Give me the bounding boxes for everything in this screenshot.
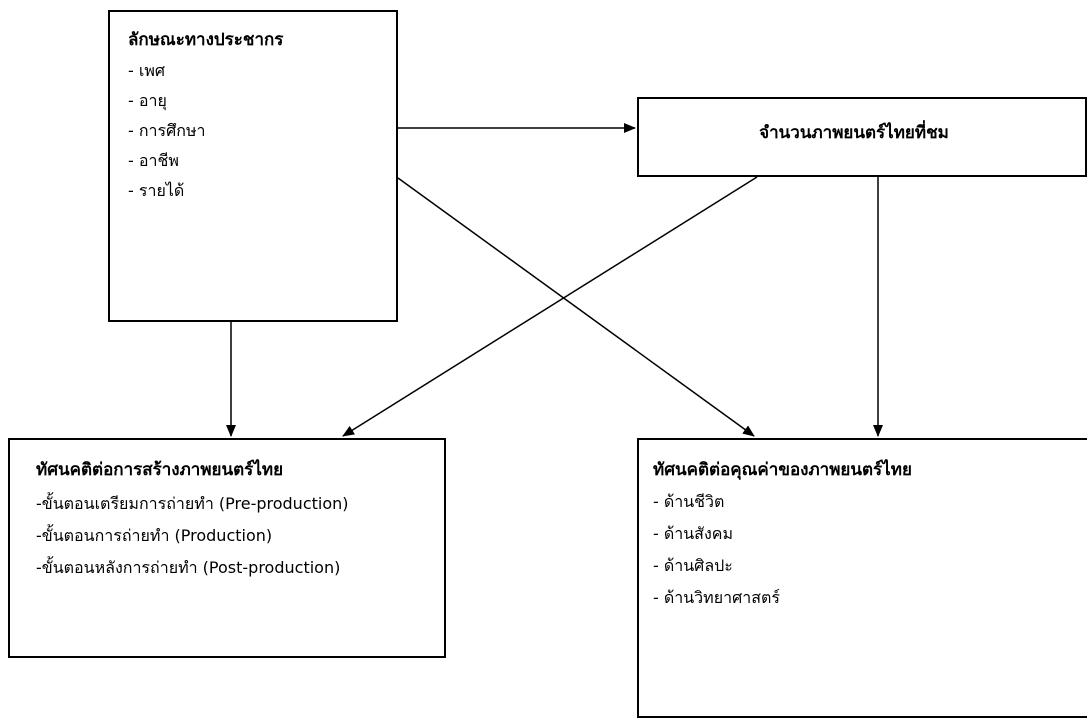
value-item-life: - ด้านชีวิต [653, 492, 725, 511]
value-item-art: - ด้านศิลปะ [653, 556, 733, 575]
demographics-item-occupation: - อาชีพ [128, 151, 179, 170]
demographics-item-income: - รายได้ [128, 181, 185, 200]
framework-diagram: ลักษณะทางประชากร - เพศ - อายุ - การศึกษา… [8, 10, 1087, 718]
production-item-production: -ขั้นตอนการถ่ายทำ (Production) [36, 526, 273, 545]
production-attitude-box: ทัศนคติต่อการสร้างภาพยนตร์ไทย -ขั้นตอนเต… [8, 438, 446, 658]
movie-count-title: จำนวนภาพยนตร์ไทยที่ชม [759, 123, 949, 143]
value-attitude-box: ทัศนคติต่อคุณค่าของภาพยนตร์ไทย - ด้านชีว… [637, 438, 1087, 718]
value-item-society: - ด้านสังคม [653, 524, 733, 543]
demographics-box: ลักษณะทางประชากร - เพศ - อายุ - การศึกษา… [108, 10, 398, 322]
production-item-post: -ขั้นตอนหลังการถ่ายทำ (Post-production) [36, 558, 341, 577]
demographics-title: ลักษณะทางประชากร [128, 30, 284, 50]
production-item-pre: -ขั้นตอนเตรียมการถ่ายทำ (Pre-production) [36, 494, 349, 513]
production-attitude-title: ทัศนคติต่อการสร้างภาพยนตร์ไทย [36, 460, 284, 480]
movie-count-box: จำนวนภาพยนตร์ไทยที่ชม [637, 97, 1087, 177]
arrow-demographics-to-value [397, 177, 755, 437]
demographics-item-age: - อายุ [128, 91, 167, 110]
demographics-item-education: - การศึกษา [128, 121, 206, 140]
arrow-movie-count-to-production [342, 176, 758, 437]
value-attitude-title: ทัศนคติต่อคุณค่าของภาพยนตร์ไทย [653, 460, 912, 480]
value-item-science: - ด้านวิทยาศาสตร์ [653, 588, 780, 607]
demographics-item-gender: - เพศ [128, 61, 166, 80]
